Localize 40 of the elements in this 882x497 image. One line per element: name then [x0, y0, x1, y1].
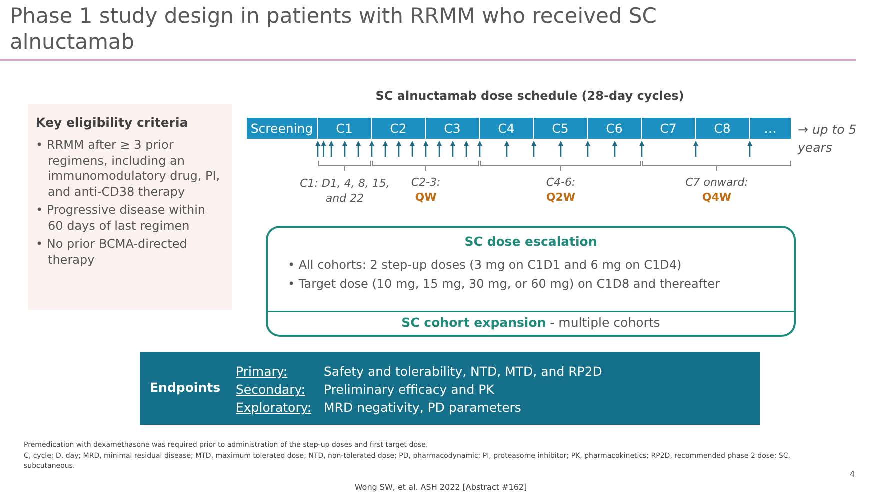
endpoint-description: Safety and tolerability, NTD, MTD, and RP2D [324, 364, 602, 379]
endpoint-type: Primary: [236, 364, 288, 379]
cycle-segment: C4 [480, 118, 534, 139]
frequency-label: Q2W [545, 191, 577, 204]
endpoint-description: MRD negativity, PD parameters [324, 400, 522, 415]
schedule-note: C1: D1, 4, 8, 15, and 22 [300, 176, 390, 206]
frequency-label: QW [414, 191, 438, 204]
schedule-note: C4-6: [545, 176, 577, 189]
endpoint-type: Secondary: [236, 382, 306, 397]
cycle-segment: … [750, 118, 792, 139]
criteria-item: • RRMM after ≥ 3 prior regimens, including an immunomodulatory drug, PI, and anti-CD38 therapy [36, 138, 222, 200]
chart-title: SC alnuctamab dose schedule (28-day cycles) [374, 89, 686, 103]
endpoints-panel [140, 352, 760, 425]
page-number: 4 [850, 470, 856, 479]
criteria-item: • Progressive disease within 60 days of last regimen [36, 203, 207, 234]
endpoint-type: Exploratory: [236, 400, 312, 415]
frequency-label: Q4W [701, 191, 733, 204]
endpoint-description: Preliminary efficacy and PK [324, 382, 494, 397]
cycle-segment: C6 [588, 118, 642, 139]
escalation-item: • Target dose (10 mg, 15 mg, 30 mg, or 60 mg) on C1D8 and thereafter [288, 276, 721, 292]
citation: Wong SW, et al. ASH 2022 [Abstract #162] [354, 483, 528, 492]
criteria-item: • No prior BCMA-directed therapy [36, 237, 188, 268]
slide-title: Phase 1 study design in patients with RRMM who received SC alnuctamab [10, 3, 658, 55]
schedule-note: C7 onward: [684, 176, 750, 189]
schedule-note: C2-3: [410, 176, 442, 189]
cycle-segment: C2 [372, 118, 426, 139]
cycle-segment: Screening [247, 118, 318, 139]
panel-heading: Key eligibility criteria [36, 115, 190, 130]
cycle-segment: C3 [426, 118, 480, 139]
expansion-text: SC cohort expansion - multiple cohorts [400, 314, 662, 332]
cycle-segment: C1 [318, 118, 372, 139]
cycle-segment: C5 [534, 118, 588, 139]
duration-note: → up to 5 years [798, 121, 858, 157]
escalation-item: • All cohorts: 2 step-up doses (3 mg on C1D1 and 6 mg on C1D4) [288, 257, 683, 273]
cycle-segment: C8 [696, 118, 750, 139]
panel-heading: SC dose escalation [464, 234, 598, 249]
cycle-segment: C7 [642, 118, 696, 139]
panel-heading: Endpoints [150, 380, 221, 395]
dose-escalation-panel [266, 226, 796, 312]
cohort-expansion-panel [266, 311, 796, 337]
